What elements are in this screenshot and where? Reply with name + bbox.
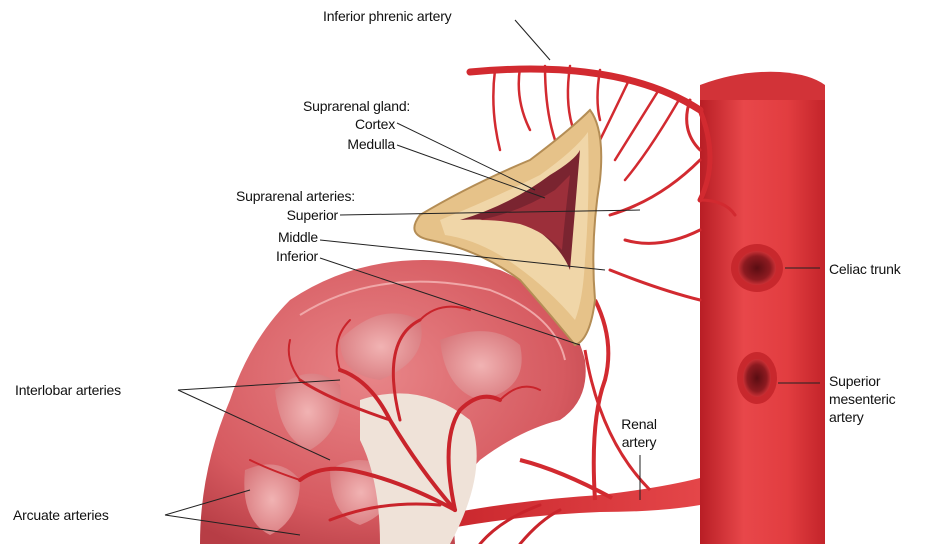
label-superior-mesenteric-artery-2: mesenteric xyxy=(829,391,895,407)
superior-mesenteric-opening xyxy=(737,352,777,404)
celiac-trunk-opening xyxy=(731,244,783,292)
label-cortex: Cortex xyxy=(310,116,395,132)
label-interlobar-arteries: Interlobar arteries xyxy=(15,382,121,398)
label-superior-mesenteric-artery-3: artery xyxy=(829,409,864,425)
label-renal-artery-1: Renal xyxy=(604,416,674,432)
label-inferior: Inferior xyxy=(218,248,318,264)
label-suprarenal-arteries: Suprarenal arteries: xyxy=(236,188,355,204)
label-suprarenal-gland: Suprarenal gland: xyxy=(303,98,410,114)
label-medulla: Medulla xyxy=(310,136,395,152)
label-arcuate-arteries: Arcuate arteries xyxy=(13,507,109,523)
label-celiac-trunk: Celiac trunk xyxy=(829,261,901,277)
label-renal-artery-2: artery xyxy=(604,434,674,450)
kidney xyxy=(200,260,586,544)
aorta xyxy=(700,72,825,544)
label-superior: Superior xyxy=(238,207,338,223)
label-inferior-phrenic-artery: Inferior phrenic artery xyxy=(323,8,451,24)
label-middle: Middle xyxy=(218,229,318,245)
label-superior-mesenteric-artery-1: Superior xyxy=(829,373,880,389)
